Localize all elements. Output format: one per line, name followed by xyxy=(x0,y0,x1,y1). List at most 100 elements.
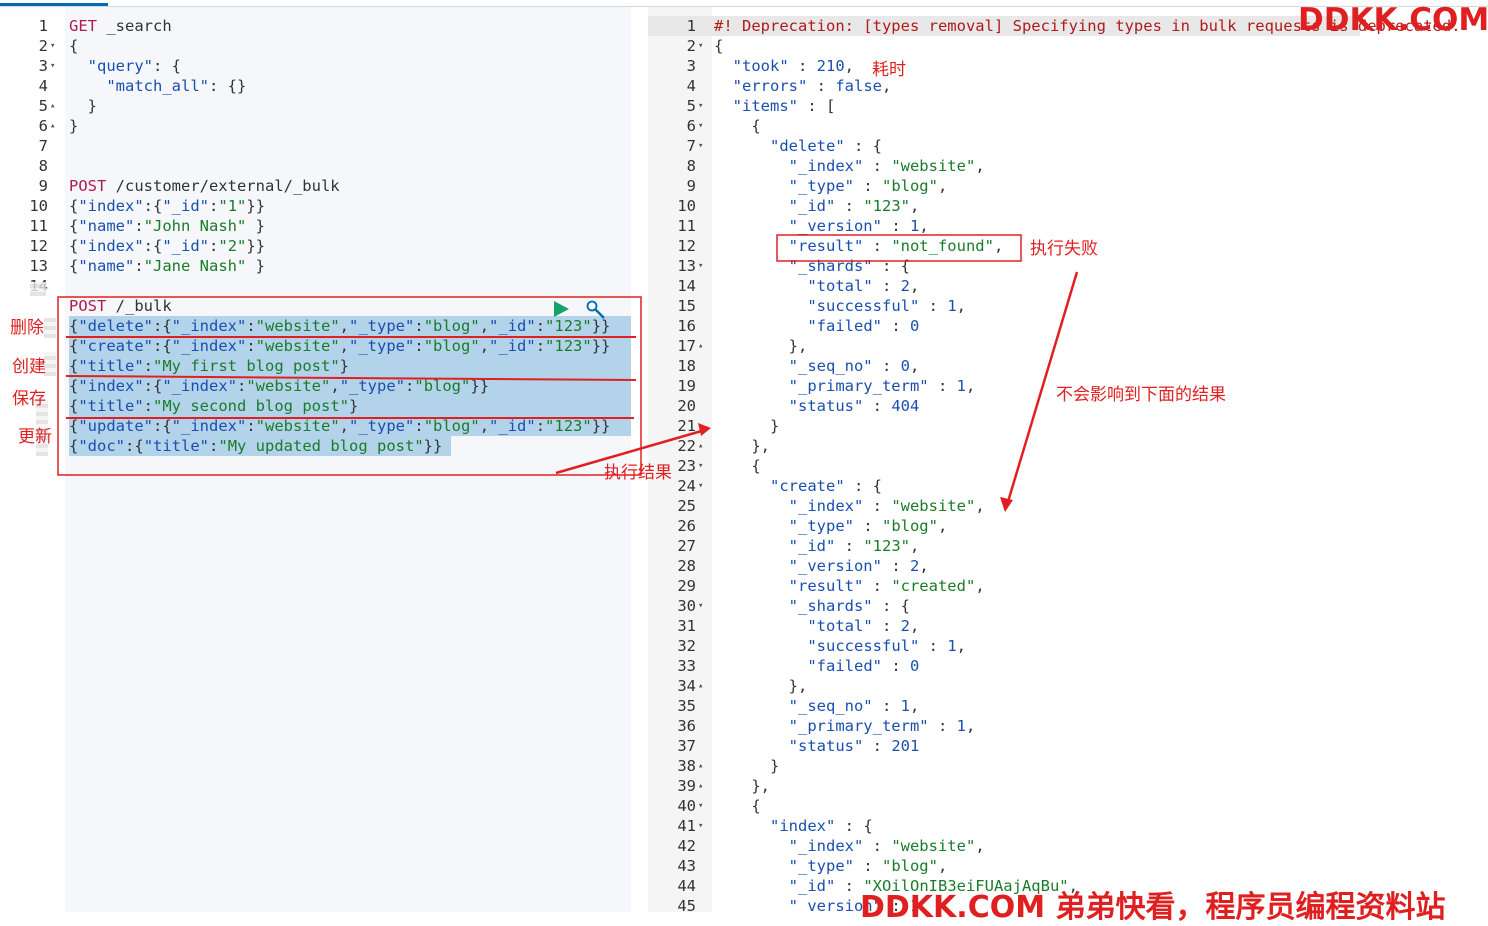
fold-toggle-icon[interactable]: ▴ xyxy=(698,441,704,451)
code-line[interactable]: 17▴ }, xyxy=(648,336,1488,356)
fold-toggle-icon[interactable]: ▴ xyxy=(50,121,56,131)
fold-toggle-icon[interactable]: ▴ xyxy=(50,101,56,111)
code-line[interactable]: 40▾ { xyxy=(648,796,1488,816)
fold-toggle-icon[interactable]: ▾ xyxy=(698,601,704,611)
code-line[interactable]: 41▾ "index" : { xyxy=(648,816,1488,836)
code-line[interactable]: 34▴ }, xyxy=(648,676,1488,696)
fold-toggle-icon[interactable]: ▾ xyxy=(698,481,704,491)
code-line[interactable]: 8 xyxy=(0,156,636,176)
code-line[interactable]: 7▾ "delete" : { xyxy=(648,136,1488,156)
code-line[interactable]: 44 "_id" : "XOilOnIB3eiFUAajAqBu", xyxy=(648,876,1488,896)
code-line[interactable]: 7 xyxy=(0,136,636,156)
play-icon[interactable] xyxy=(552,300,570,318)
fold-toggle-icon[interactable]: ▾ xyxy=(698,101,704,111)
code-line[interactable]: 33 "failed" : 0 xyxy=(648,656,1488,676)
code-line[interactable]: {"create":{"_index":"website","_type":"b… xyxy=(0,336,636,356)
code-line[interactable]: 9 "_type" : "blog", xyxy=(648,176,1488,196)
code-token: { xyxy=(69,217,79,235)
code-line[interactable]: 6▾ { xyxy=(648,116,1488,136)
code-line[interactable]: {"delete":{"_index":"website","_type":"b… xyxy=(0,316,636,336)
code-line[interactable]: 31 "total" : 2, xyxy=(648,616,1488,636)
fold-toggle-icon[interactable]: ▾ xyxy=(698,41,704,51)
code-line[interactable]: 35 "_seq_no" : 1, xyxy=(648,696,1488,716)
code-line[interactable]: 29 "result" : "created", xyxy=(648,576,1488,596)
code-line[interactable]: 18 "_seq_no" : 0, xyxy=(648,356,1488,376)
code-line[interactable]: 36 "_primary_term" : 1, xyxy=(648,716,1488,736)
code-line[interactable]: 5▴ } xyxy=(0,96,636,116)
response-editor[interactable]: 1#! Deprecation: [types removal] Specify… xyxy=(648,7,1488,912)
code-line[interactable]: 2▾{ xyxy=(0,36,636,56)
fold-toggle-icon[interactable]: ▴ xyxy=(698,341,704,351)
code-line[interactable]: 19 "_primary_term" : 1, xyxy=(648,376,1488,396)
code-line[interactable]: 10 "_id" : "123", xyxy=(648,196,1488,216)
code-line[interactable]: 23▾ { xyxy=(648,456,1488,476)
code-line[interactable]: 43 "_type" : "blog", xyxy=(648,856,1488,876)
fold-toggle-icon[interactable]: ▴ xyxy=(698,681,704,691)
fold-toggle-icon[interactable]: ▴ xyxy=(698,781,704,791)
fold-toggle-icon[interactable]: ▾ xyxy=(50,41,56,51)
code-token: : xyxy=(853,517,882,535)
code-line[interactable]: 2▾{ xyxy=(648,36,1488,56)
code-line[interactable]: 30▾ "_shards" : { xyxy=(648,596,1488,616)
code-line[interactable]: 3 "took" : 210, xyxy=(648,56,1488,76)
code-line[interactable]: 11{"name":"John Nash" } xyxy=(0,216,636,236)
code-line[interactable]: 37 "status" : 201 xyxy=(648,736,1488,756)
code-text: "_seq_no" : 1, xyxy=(714,696,920,716)
code-line[interactable]: 20 "status" : 404 xyxy=(648,396,1488,416)
fold-toggle-icon[interactable]: ▾ xyxy=(698,821,704,831)
code-line[interactable]: 12{"index":{"_id":"2"}} xyxy=(0,236,636,256)
fold-toggle-icon[interactable]: ▾ xyxy=(698,461,704,471)
code-line[interactable]: 1#! Deprecation: [types removal] Specify… xyxy=(648,16,1488,36)
fold-toggle-icon[interactable]: ▾ xyxy=(698,261,704,271)
code-text: { xyxy=(714,116,760,136)
code-line[interactable]: 12 "result" : "not_found", xyxy=(648,236,1488,256)
fold-toggle-icon[interactable]: ▾ xyxy=(50,61,56,71)
code-token: :{ xyxy=(153,337,172,355)
code-token: "_primary_term" xyxy=(788,717,929,735)
code-line[interactable]: {"title":"My first blog post"} xyxy=(0,356,636,376)
code-line[interactable]: 42 "_index" : "website", xyxy=(648,836,1488,856)
code-line[interactable]: 13{"name":"Jane Nash" } xyxy=(0,256,636,276)
code-line[interactable]: 5▾ "items" : [ xyxy=(648,96,1488,116)
response-code-area[interactable] xyxy=(712,7,1488,912)
fold-toggle-icon[interactable]: ▾ xyxy=(698,141,704,151)
code-line[interactable]: 6▴} xyxy=(0,116,636,136)
code-line[interactable]: 8 "_index" : "website", xyxy=(648,156,1488,176)
code-line[interactable]: 38▴ } xyxy=(648,756,1488,776)
code-text: "result" : "created", xyxy=(714,576,985,596)
code-token: : xyxy=(788,57,817,75)
code-line[interactable]: 24▾ "create" : { xyxy=(648,476,1488,496)
code-line[interactable]: 39▴ }, xyxy=(648,776,1488,796)
code-line[interactable]: {"title":"My second blog post"} xyxy=(0,396,636,416)
code-text: "_version" : 2, xyxy=(714,556,929,576)
code-line[interactable]: POST /_bulk xyxy=(0,296,636,316)
code-line[interactable]: {"doc":{"title":"My updated blog post"}} xyxy=(0,436,636,456)
fold-toggle-icon[interactable]: ▾ xyxy=(698,121,704,131)
code-line[interactable]: {"update":{"_index":"website","_type":"b… xyxy=(0,416,636,436)
code-line[interactable]: 25 "_index" : "website", xyxy=(648,496,1488,516)
wrench-icon[interactable] xyxy=(585,299,607,321)
code-line[interactable]: 32 "successful" : 1, xyxy=(648,636,1488,656)
request-code-area[interactable] xyxy=(65,7,631,912)
code-line[interactable]: 3▾ "query": { xyxy=(0,56,636,76)
code-line[interactable]: 45 "_version" : 1, xyxy=(648,896,1488,912)
code-line[interactable]: 15 "successful" : 1, xyxy=(648,296,1488,316)
code-line[interactable]: 27 "_id" : "123", xyxy=(648,536,1488,556)
code-line[interactable]: 22▴ }, xyxy=(648,436,1488,456)
code-line[interactable]: {"index":{"_index":"website","_type":"bl… xyxy=(0,376,636,396)
code-line[interactable]: 4 "errors" : false, xyxy=(648,76,1488,96)
active-tab-indicator[interactable] xyxy=(0,3,108,6)
code-line[interactable]: 26 "_type" : "blog", xyxy=(648,516,1488,536)
code-line[interactable]: 11 "_version" : 1, xyxy=(648,216,1488,236)
code-line[interactable]: 4 "match_all": {} xyxy=(0,76,636,96)
code-line[interactable]: 28 "_version" : 2, xyxy=(648,556,1488,576)
fold-toggle-icon[interactable]: ▴ xyxy=(698,761,704,771)
fold-toggle-icon[interactable]: ▾ xyxy=(698,801,704,811)
code-line[interactable]: 14 "total" : 2, xyxy=(648,276,1488,296)
code-line[interactable]: 16 "failed" : 0 xyxy=(648,316,1488,336)
code-token: : xyxy=(134,257,144,275)
code-line[interactable]: 10{"index":{"_id":"1"}} xyxy=(0,196,636,216)
